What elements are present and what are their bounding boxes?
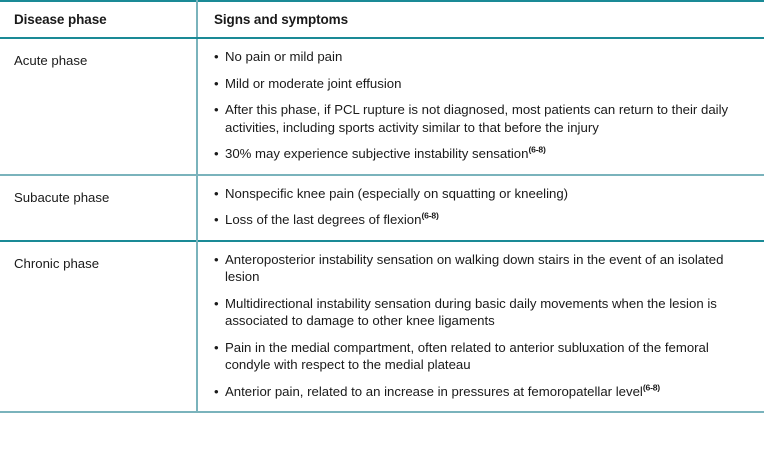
symptom-text: Anterior pain, related to an increase in… [225, 383, 643, 399]
table-header-row: Disease phase Signs and symptoms [0, 0, 764, 39]
column-header-signs-and-symptoms-label: Signs and symptoms [214, 12, 348, 27]
symptom-text: Pain in the medial compartment, often re… [225, 339, 709, 373]
column-header-signs-and-symptoms: Signs and symptoms [197, 0, 764, 39]
citation-superscript: (6-8) [528, 144, 546, 155]
bullet-icon: • [214, 75, 219, 91]
phase-label-subacute: Subacute phase [14, 189, 110, 205]
list-item: • Multidirectional instability sensation … [214, 295, 754, 330]
list-item: • Anteroposterior instability sensation o… [214, 251, 754, 286]
bullet-icon: • [214, 339, 219, 355]
table-row-acute-phase: Acute phase • No pain or mild pain • Mild … [0, 38, 764, 176]
symptom-text: Multidirectional instability sensation d… [225, 295, 717, 329]
disease-phase-signs-table: Disease phase Signs and symptoms Acute p… [0, 0, 764, 413]
symptom-list-acute: • No pain or mild pain • Mild or moderate … [198, 39, 764, 174]
bullet-icon: • [214, 49, 219, 64]
phase-label-acute: Acute phase [14, 53, 88, 68]
citation-superscript: (6-8) [642, 382, 660, 393]
phase-label-chronic: Chronic phase [14, 255, 100, 271]
column-header-disease-phase-label: Disease phase [14, 12, 107, 27]
symptom-text: Loss of the last degrees of flexion [225, 212, 422, 227]
cell-symptoms-chronic: • Anteroposterior instability sensation o… [197, 239, 764, 413]
list-item: • Pain in the medial compartment, often r… [214, 339, 754, 374]
list-item: • Mild or moderate joint effusion [214, 75, 754, 93]
table-body: Acute phase • No pain or mild pain • Mild … [0, 38, 764, 413]
symptom-text: Anteroposterior instability sensation on… [225, 251, 724, 285]
table-header: Disease phase Signs and symptoms [0, 0, 764, 39]
list-item: • Loss of the last degrees of flexion(6-8… [214, 211, 754, 229]
bullet-icon: • [214, 185, 219, 201]
list-item: • Nonspecific knee pain (especially on sq… [214, 185, 754, 203]
symptom-text: After this phase, if PCL rupture is not … [225, 102, 729, 135]
bullet-icon: • [214, 102, 219, 117]
cell-phase-chronic: Chronic phase [0, 239, 198, 413]
table-row-chronic-phase: Chronic phase • Anteroposterior instabili… [0, 239, 764, 413]
cell-phase-subacute: Subacute phase [0, 174, 198, 241]
symptom-list-chronic: • Anteroposterior instability sensation o… [198, 242, 764, 412]
symptom-text: Mild or moderate joint effusion [225, 75, 402, 91]
symptom-text: Nonspecific knee pain (especially on squ… [225, 185, 569, 201]
bullet-icon: • [214, 383, 219, 399]
bullet-icon: • [214, 251, 219, 267]
list-item: • No pain or mild pain [214, 48, 754, 66]
symptom-text: 30% may experience subjective instabilit… [225, 146, 529, 161]
symptom-list-subacute: • Nonspecific knee pain (especially on sq… [198, 176, 764, 240]
bullet-icon: • [214, 295, 219, 311]
column-header-disease-phase: Disease phase [0, 0, 198, 39]
citation-superscript: (6-8) [421, 210, 439, 221]
cell-symptoms-subacute: • Nonspecific knee pain (especially on sq… [197, 175, 764, 241]
table-row-subacute-phase: Subacute phase • Nonspecific knee pain (e… [0, 174, 764, 241]
cell-phase-acute: Acute phase [0, 38, 198, 176]
bullet-icon: • [214, 146, 219, 161]
symptom-text: No pain or mild pain [225, 49, 343, 64]
list-item: • 30% may experience subjective instabili… [214, 145, 754, 163]
list-item: • After this phase, if PCL rupture is not… [214, 101, 754, 136]
cell-symptoms-acute: • No pain or mild pain • Mild or moderate … [197, 38, 764, 176]
list-item: • Anterior pain, related to an increase i… [214, 383, 754, 401]
clinical-phase-table-container: Disease phase Signs and symptoms Acute p… [0, 0, 764, 413]
bullet-icon: • [214, 212, 219, 227]
